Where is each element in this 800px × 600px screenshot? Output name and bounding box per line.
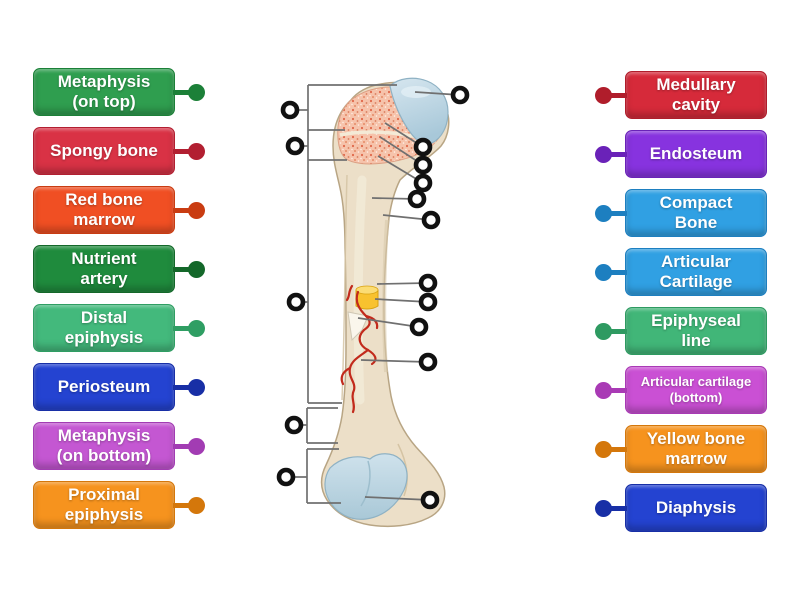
label-card-endosteum[interactable]: Endosteum	[595, 130, 767, 178]
drop-target-1[interactable]	[280, 100, 300, 120]
connector-knob	[595, 381, 612, 399]
articular-cartilage-bottom	[324, 453, 408, 520]
bone-diagram	[276, 77, 470, 528]
shaft-shade	[382, 219, 389, 373]
shaft-edge-line	[341, 174, 348, 401]
connector-stem	[173, 148, 189, 154]
drop-target-16[interactable]	[420, 490, 440, 510]
connector-stem	[611, 387, 627, 393]
label-card-proximal-epiphysis[interactable]: Proximal epiphysis	[33, 481, 205, 529]
connector-knob	[188, 496, 205, 514]
label-card-distal-epiphysis[interactable]: Distal epiphysis	[33, 304, 205, 352]
connector-knob	[188, 142, 205, 160]
connector-knob	[595, 145, 612, 163]
label-card-epiphyseal-line[interactable]: Epiphyseal line	[595, 307, 767, 355]
connector-stem	[611, 505, 627, 511]
bone-body	[320, 81, 450, 528]
connector-knob	[595, 86, 612, 104]
drop-target-9[interactable]	[413, 173, 433, 193]
connector-knob	[188, 378, 205, 396]
drop-target-13[interactable]	[418, 292, 438, 312]
connector-stem	[611, 269, 627, 275]
connector-stem	[173, 325, 189, 331]
condyle-notch	[360, 460, 371, 507]
label-card-articular-cartilage-bottom[interactable]: Articular cartilage (bottom)	[595, 366, 767, 414]
label-card-yellow-bone-marrow[interactable]: Yellow bone marrow	[595, 425, 767, 473]
label-card-articular-cartilage[interactable]: Articular Cartilage	[595, 248, 767, 296]
connector-stem	[173, 502, 189, 508]
connector-knob	[595, 322, 612, 340]
connector-stem	[173, 89, 189, 95]
label-card-nutrient-artery[interactable]: Nutrient artery	[33, 245, 205, 293]
drop-target-4[interactable]	[284, 415, 304, 435]
drop-target-2[interactable]	[285, 136, 305, 156]
connector-stem	[173, 266, 189, 272]
connector-stem	[611, 210, 627, 216]
drop-target-8[interactable]	[413, 155, 433, 175]
label-card-spongy-bone[interactable]: Spongy bone	[33, 127, 205, 175]
label-card-periosteum[interactable]: Periosteum	[33, 363, 205, 411]
drop-target-11[interactable]	[421, 210, 441, 230]
connector-knob	[595, 499, 612, 517]
connector-knob	[188, 437, 205, 455]
left-label-column: Metaphysis (on top) Spongy bone Red bone…	[33, 68, 205, 529]
drop-target-7[interactable]	[413, 137, 433, 157]
connector-stem	[611, 328, 627, 334]
bone-illustration	[320, 77, 450, 528]
label-card-compact-bone[interactable]: Compact Bone	[595, 189, 767, 237]
drop-target-5[interactable]	[276, 467, 296, 487]
drop-target-15[interactable]	[418, 352, 438, 372]
drop-target-6[interactable]	[450, 85, 470, 105]
connector-knob	[188, 83, 205, 101]
nutrient-artery-vessels	[340, 284, 379, 414]
connector-stem	[173, 443, 189, 449]
connector-knob	[595, 263, 612, 281]
connector-stem	[173, 384, 189, 390]
connector-knob	[188, 319, 205, 337]
drop-target-12[interactable]	[418, 273, 438, 293]
label-card-metaphysis-top[interactable]: Metaphysis (on top)	[33, 68, 205, 116]
connector-knob	[595, 440, 612, 458]
bracket-lines	[294, 84, 397, 504]
label-card-diaphysis[interactable]: Diaphysis	[595, 484, 767, 532]
drop-target-3[interactable]	[286, 292, 306, 312]
connector-knob	[188, 260, 205, 278]
label-card-medullary-cavity[interactable]: Medullary cavity	[595, 71, 767, 119]
connector-stem	[611, 151, 627, 157]
connector-stem	[611, 92, 627, 98]
connector-stem	[173, 207, 189, 213]
drop-targets	[276, 85, 470, 510]
label-card-red-bone-marrow[interactable]: Red bone marrow	[33, 186, 205, 234]
connector-knob	[188, 201, 205, 219]
yellow-marrow	[355, 289, 379, 310]
yellow-marrow-top	[355, 285, 379, 295]
drop-target-10[interactable]	[407, 189, 427, 209]
connector-stem	[611, 446, 627, 452]
right-label-column: Medullary cavity Endosteum Compact Bone …	[595, 71, 767, 532]
drop-target-14[interactable]	[409, 317, 429, 337]
connector-knob	[595, 204, 612, 222]
label-card-metaphysis-bottom[interactable]: Metaphysis (on bottom)	[33, 422, 205, 470]
